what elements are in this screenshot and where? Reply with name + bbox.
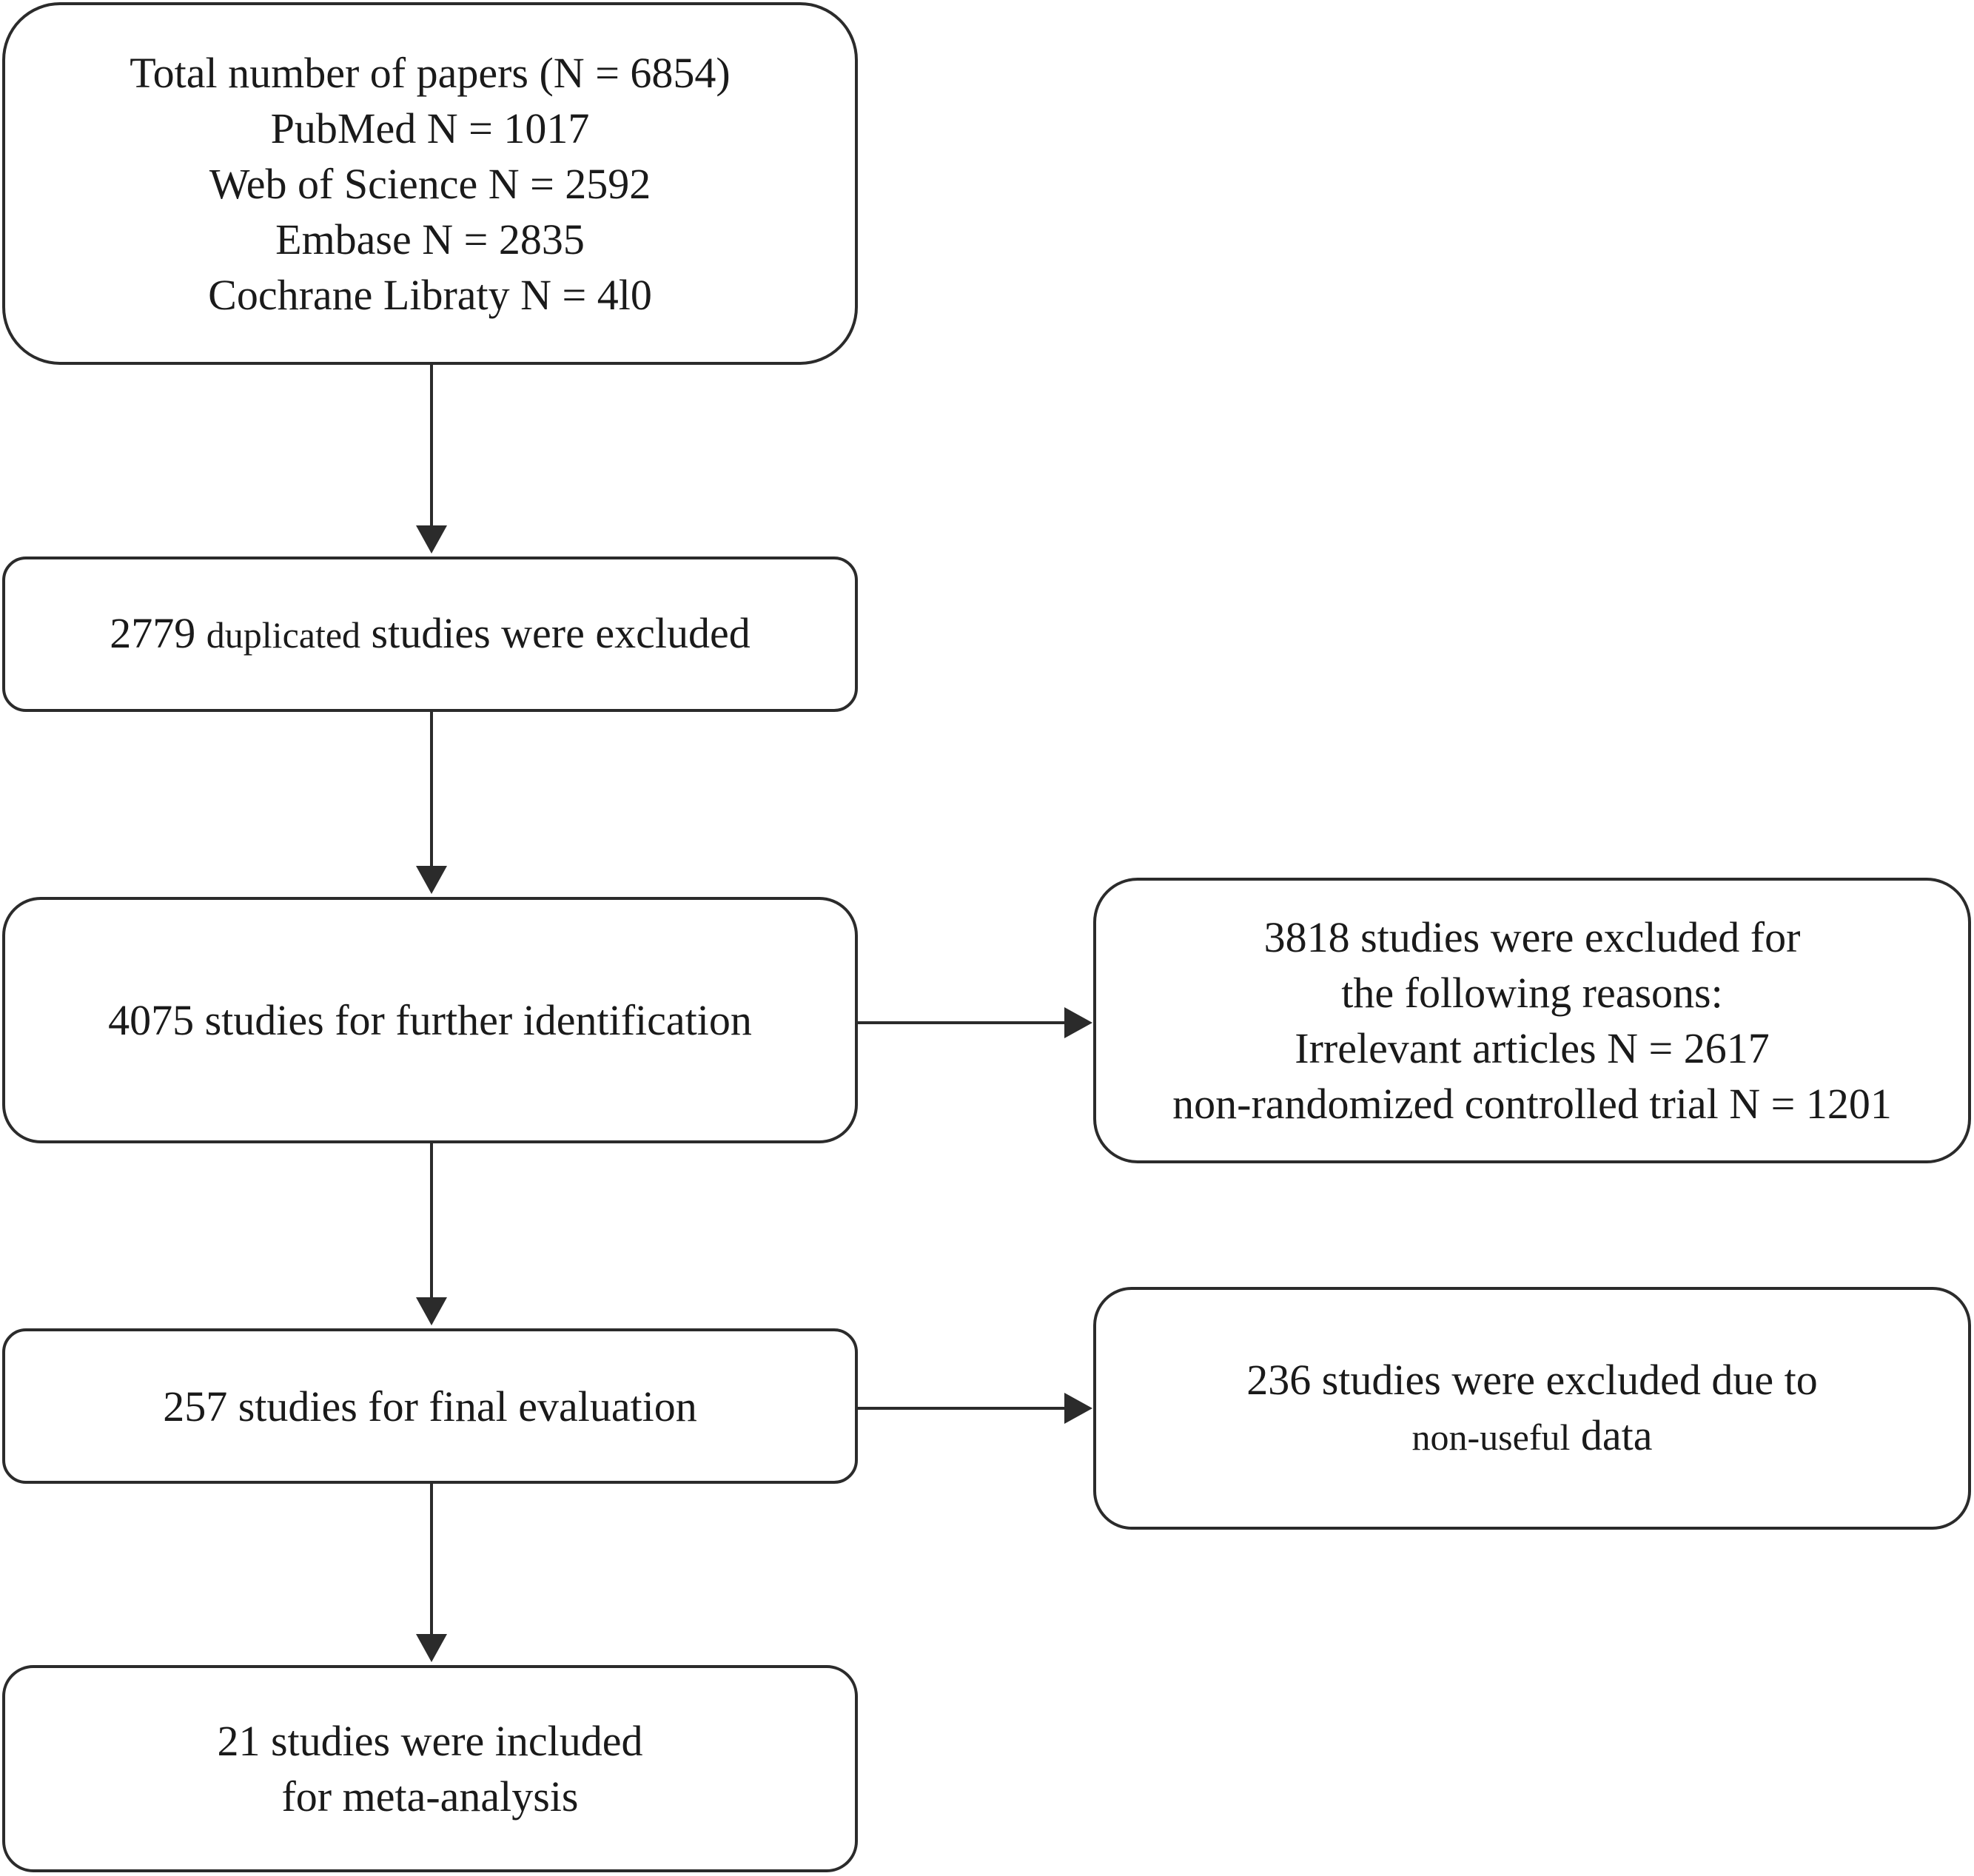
excluded-reasons-line-1: 3818 studies were excluded for (1263, 913, 1801, 961)
embase-count-line: Embase N = 2835 (275, 215, 585, 263)
pubmed-count-line: PubMed N = 1017 (270, 104, 590, 152)
data-word: data (1580, 1411, 1653, 1459)
duplicated-excluded-box: 2779 duplicated studies were excluded (2, 557, 858, 712)
non-useful-word: non-useful (1411, 1416, 1571, 1458)
excluded-non-useful-line-1: 236 studies were excluded due to (1246, 1355, 1818, 1404)
included-line-1: 21 studies were included (217, 1717, 643, 1765)
irrelevant-articles-line: Irrelevant articles N = 2617 (1295, 1024, 1770, 1072)
arrow-total-to-duplicated (416, 365, 447, 554)
arrow-further-to-excluded-reasons (858, 1007, 1092, 1038)
arrow-final-to-excluded-data (858, 1393, 1092, 1424)
arrow-duplicated-to-further (416, 712, 447, 894)
excluded-non-useful-box: 236 studies were excluded due to non-use… (1093, 1287, 1971, 1530)
non-randomized-line: non-randomized controlled trial N = 1201 (1172, 1080, 1892, 1128)
included-studies-box: 21 studies were included for meta-analys… (2, 1665, 858, 1872)
excluded-reasons-box: 3818 studies were excluded for the follo… (1093, 878, 1971, 1163)
duplicated-rest: studies were excluded (371, 609, 751, 657)
arrow-further-to-final (416, 1143, 447, 1325)
final-evaluation-box: 257 studies for final evaluation (2, 1328, 858, 1484)
web-of-science-count-line: Web of Science N = 2592 (209, 159, 651, 208)
further-identification-text: 4075 studies for further identification (108, 996, 752, 1044)
further-identification-box: 4075 studies for further identification (2, 897, 858, 1143)
duplicated-count: 2779 (110, 609, 196, 657)
included-line-2: for meta-analysis (281, 1772, 579, 1820)
duplicated-word: duplicated (206, 614, 361, 656)
duplicated-excluded-text: 2779 duplicated studies were excluded (110, 605, 750, 663)
excluded-non-useful-line-2: non-useful data (1412, 1408, 1653, 1465)
cochrane-count-line: Cochrane Libraty N = 4l0 (208, 270, 652, 319)
excluded-reasons-line-2: the following reasons: (1341, 969, 1723, 1017)
total-papers-line: Total number of papers (N = 6854) (130, 48, 731, 97)
final-evaluation-text: 257 studies for final evaluation (163, 1382, 697, 1430)
arrow-final-to-included (416, 1484, 447, 1662)
total-papers-box: Total number of papers (N = 6854) PubMed… (2, 2, 858, 365)
